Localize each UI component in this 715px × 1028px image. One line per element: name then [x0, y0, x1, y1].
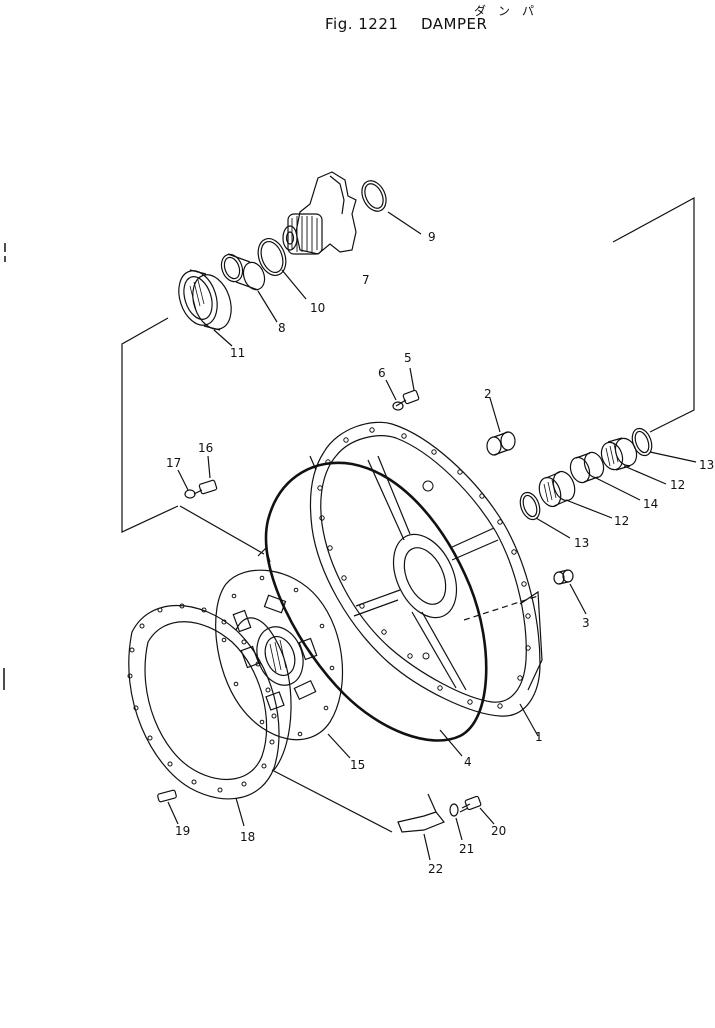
part-12-bearing-left — [538, 470, 576, 508]
callout-7: 7 — [362, 273, 370, 287]
part-16-bolt — [193, 479, 218, 495]
callout-13b: 13 — [574, 536, 589, 550]
callout-2: 2 — [484, 387, 492, 401]
part-13-snap-ring-right — [631, 427, 653, 457]
leader-20 — [479, 807, 495, 825]
part-14-sleeve — [569, 451, 605, 484]
leader-2 — [489, 397, 501, 433]
leader-18 — [235, 797, 245, 827]
leader-9 — [387, 211, 422, 235]
callout-5: 5 — [404, 351, 412, 365]
leader-4 — [439, 729, 463, 757]
part-10-o-ring — [257, 238, 287, 276]
leader-8 — [257, 290, 278, 323]
leader-12b — [565, 499, 613, 519]
part-6-washer — [392, 401, 404, 411]
leader-ring-to-22 — [271, 769, 393, 833]
scan-edge-marks — [3, 243, 6, 690]
leader-13b — [535, 517, 571, 539]
callout-8: 8 — [278, 321, 286, 335]
callout-9: 9 — [428, 230, 436, 244]
leader-11 — [213, 329, 233, 347]
part-22-lock-plate — [397, 793, 445, 833]
bracket-left-2 — [179, 505, 265, 555]
leader-10 — [281, 269, 307, 300]
callout-19: 19 — [175, 824, 190, 838]
leader-21 — [455, 817, 463, 841]
leader-22 — [423, 833, 431, 861]
part-4-large-o-ring — [264, 461, 488, 742]
part-13-snap-ring-left — [519, 491, 541, 521]
leader-17 — [177, 469, 189, 491]
title-kana: ダンパ — [474, 4, 547, 18]
part-20-bolt — [459, 795, 482, 813]
figure-title: DAMPER — [421, 15, 488, 33]
leader-3 — [569, 583, 587, 615]
part-3-plug — [553, 569, 574, 585]
leader-6 — [385, 379, 397, 401]
callout-22: 22 — [428, 862, 443, 876]
callout-15: 15 — [350, 758, 365, 772]
callout-3: 3 — [582, 616, 590, 630]
leader-16 — [207, 455, 211, 479]
part-5-bolt — [395, 389, 420, 407]
callout-13a: 13 — [699, 458, 714, 472]
leader-19 — [167, 801, 179, 825]
callout-18: 18 — [240, 830, 255, 844]
housing-bolt-holes — [317, 427, 531, 709]
leader-5 — [409, 367, 415, 391]
leader-14 — [595, 477, 641, 501]
callout-14: 14 — [643, 497, 658, 511]
callout-4: 4 — [464, 755, 472, 769]
callout-1: 1 — [535, 730, 543, 744]
callout-17: 17 — [166, 456, 181, 470]
leader-12a — [623, 465, 667, 485]
callout-12a: 12 — [670, 478, 685, 492]
callout-6: 6 — [378, 366, 386, 380]
part-12-bearing-right — [600, 437, 638, 471]
callout-12b: 12 — [614, 514, 629, 528]
part-18-ring — [127, 603, 292, 800]
part-17-washer — [184, 489, 196, 499]
bracket-left — [121, 317, 179, 533]
bracket-right — [612, 196, 695, 433]
part-1-housing — [309, 421, 543, 717]
callout-21: 21 — [459, 842, 474, 856]
part-21-washer — [449, 803, 459, 817]
callout-16: 16 — [198, 441, 213, 455]
part-2-plug — [486, 431, 516, 456]
part-8-sleeve — [220, 253, 266, 291]
callout-20: 20 — [491, 824, 506, 838]
leader-1 — [519, 703, 539, 737]
figure-number: Fig. 1221 — [325, 15, 399, 33]
leader-15 — [327, 733, 351, 759]
part-7-shaft-flange — [282, 171, 357, 255]
part-9-snap-ring — [361, 180, 387, 212]
callout-10: 10 — [310, 301, 325, 315]
part-11-bearing — [178, 269, 232, 331]
part-19-pin — [157, 789, 177, 803]
leader-13a — [649, 451, 697, 463]
callout-11: 11 — [230, 346, 245, 360]
